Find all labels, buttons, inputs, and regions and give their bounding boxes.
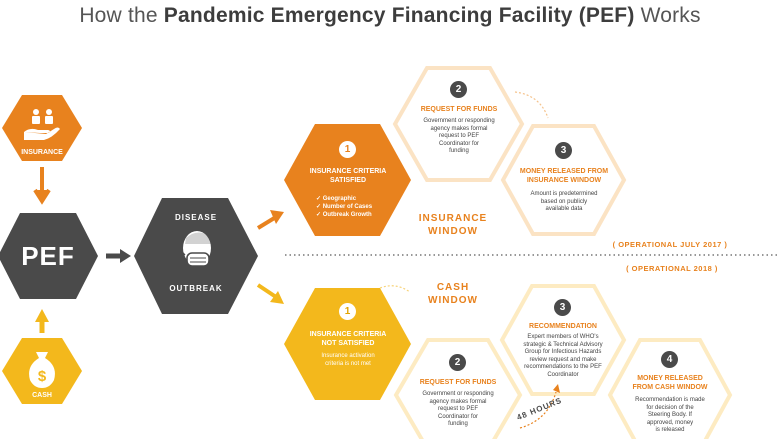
cash-step2-title: REQUEST FOR FUNDS: [419, 379, 497, 386]
cash-step2-text-line: Coordinator for: [437, 413, 479, 420]
cash-step3-text-line: Coordinator: [547, 371, 579, 378]
cash-step1-title: INSURANCE CRITERIA NOT SATISFIED: [300, 330, 396, 348]
ins-step1-hexagon: [284, 124, 411, 236]
ins-step3-text: Amount is predetermined based on publicl…: [510, 191, 618, 214]
operational-july-2017: ( OPERATIONAL JULY 2017 ): [612, 240, 728, 249]
cash-step2-text-line: agency makes formal: [429, 398, 487, 405]
ins-step3-number: 3: [555, 142, 572, 159]
cash-step4-title-line1: MONEY RELEASED: [637, 375, 703, 382]
title-bold: Pandemic Emergency Financing Facility (P…: [163, 4, 635, 27]
hours-arc: [519, 391, 557, 429]
cash-label: CASH: [32, 392, 52, 399]
cash-step1-text: Insurance activation criteria is not met: [300, 353, 396, 368]
cash-step1-number: 1: [339, 303, 356, 320]
ins-step2-text-line: Coordinator for: [438, 140, 480, 147]
page-title: How the Pandemic Emergency Financing Fac…: [0, 4, 780, 28]
ins-step2-number: 2: [450, 81, 467, 98]
money-bag-icon: $: [29, 352, 55, 388]
cash-window-label: CASH WINDOW: [408, 281, 498, 307]
pef-hexagon: [0, 213, 98, 299]
cash-step4-text-line: Steering Body. If: [648, 412, 692, 418]
cash-step3-text-line: Expert members of WHO's: [527, 334, 599, 340]
cash-step2-number: 2: [449, 354, 466, 371]
ins-step3-text-line: Amount is predetermined: [530, 191, 598, 197]
insurance-window-line2: WINDOW: [428, 226, 478, 237]
ins-step2-text-line: request to PEF: [438, 133, 480, 139]
cash-step1-text-line: criteria is not met: [325, 360, 371, 367]
cash-step2-text-line: Government or responding: [422, 391, 494, 397]
insurance-window-line1: INSURANCE: [418, 213, 488, 224]
ins-step1-title-line2: SATISFIED: [329, 177, 367, 184]
ins-step3-title-line2: INSURANCE WINDOW: [526, 177, 602, 184]
ins-step2-text-line: agency makes formal: [430, 125, 488, 132]
cash-step3-title: RECOMMENDATION: [529, 323, 597, 330]
arrow-to-cash: [270, 291, 284, 304]
cash-step3-number: 3: [554, 299, 571, 316]
criteria-cases: ✓ Number of Cases: [316, 204, 373, 210]
ins-step2-text-line: funding: [449, 148, 469, 154]
ins-step3-title: MONEY RELEASED FROM INSURANCE WINDOW: [510, 167, 618, 185]
arrow-to-insurance: [270, 210, 284, 224]
ins-step2-text: Government or responding agency makes fo…: [405, 118, 513, 156]
ins-step1-title: INSURANCE CRITERIA SATISFIED: [300, 167, 396, 185]
cash-step4-title-line2: FROM CASH WINDOW: [632, 384, 708, 391]
cash-step2-text-line: request to PEF: [437, 406, 479, 412]
people-hand-icon: [24, 109, 60, 140]
insurance-label: INSURANCE: [21, 149, 63, 156]
arrow-insurance-to-pef: [33, 167, 51, 205]
cash-step4-text-line: Recommendation is made: [635, 397, 705, 403]
arrow-cash-to-pef: [35, 309, 49, 322]
cash-step1-title-line2: NOT SATISFIED: [321, 340, 375, 347]
ins-step3-title-line1: MONEY RELEASED FROM: [519, 168, 609, 175]
cash-step3-text: Expert members of WHO's strategic & Tech…: [506, 334, 620, 379]
insurance-hexagon: [2, 95, 82, 161]
outbreak-label: OUTBREAK: [169, 284, 223, 293]
ins-step3-text-line: based on publicly: [540, 198, 588, 205]
cash-step2-text-line: funding: [448, 421, 468, 427]
operational-2018: ( OPERATIONAL 2018 ): [626, 264, 718, 273]
ins-step1-number: 1: [339, 141, 356, 158]
arrow-pef-to-disease: [120, 249, 131, 263]
cash-window-line1: CASH: [436, 282, 470, 293]
cash-step1-text-line: Insurance activation: [321, 353, 375, 359]
cash-step3-text-line: review request and make: [529, 356, 597, 363]
cash-step2-text: Government or responding agency makes fo…: [404, 391, 512, 429]
cash-step4-number: 4: [661, 351, 678, 368]
svg-text:$: $: [38, 368, 47, 385]
cash-step4-text: Recommendation is made for decision of t…: [616, 397, 724, 435]
cash-step4-text-line: for decision of the: [646, 404, 694, 411]
ins-step1-title-line1: INSURANCE CRITERIA: [309, 168, 387, 175]
criteria-geographic: ✓ Geographic: [316, 196, 357, 202]
cash-step4-title: MONEY RELEASED FROM CASH WINDOW: [616, 374, 724, 392]
cash-step4-text-line: approved, money: [646, 419, 694, 426]
ins-step2-title: REQUEST FOR FUNDS: [420, 106, 498, 113]
ins-step2-hexagon: [392, 66, 525, 182]
ins-step3-hexagon: [500, 124, 627, 236]
pef-logo: PEF: [21, 241, 75, 271]
cash-step1-hexagon: [284, 288, 411, 400]
cash-step2-hexagon: [393, 338, 523, 439]
criteria-growth: ✓ Outbreak Growth: [316, 212, 372, 218]
disease-label: DISEASE: [174, 213, 218, 222]
cash-step3-text-line: strategic & Technical Advisory: [523, 341, 603, 348]
cash-step4-hexagon: [607, 338, 733, 439]
cash-step1-title-line1: INSURANCE CRITERIA: [309, 331, 387, 338]
cash-step3-hexagon: [499, 284, 627, 396]
ins-step3-text-line: available data: [545, 206, 583, 212]
ins-step2-text-line: Government or responding: [423, 118, 495, 124]
cash-window-line2: WINDOW: [428, 295, 478, 306]
title-suffix: Works: [634, 4, 701, 27]
ins-step1-criteria: ✓ Geographic ✓ Number of Cases ✓ Outbrea…: [316, 195, 372, 219]
insurance-window-label: INSURANCE WINDOW: [408, 212, 498, 238]
face-mask-icon: [179, 231, 212, 267]
cash-step4-text-line: is released: [655, 427, 685, 433]
cash-step3-text-line: Group for Infectious Hazards: [524, 349, 602, 355]
title-prefix: How the: [79, 4, 164, 27]
cash-step3-text-line: recommendations to the PEF: [524, 364, 602, 370]
